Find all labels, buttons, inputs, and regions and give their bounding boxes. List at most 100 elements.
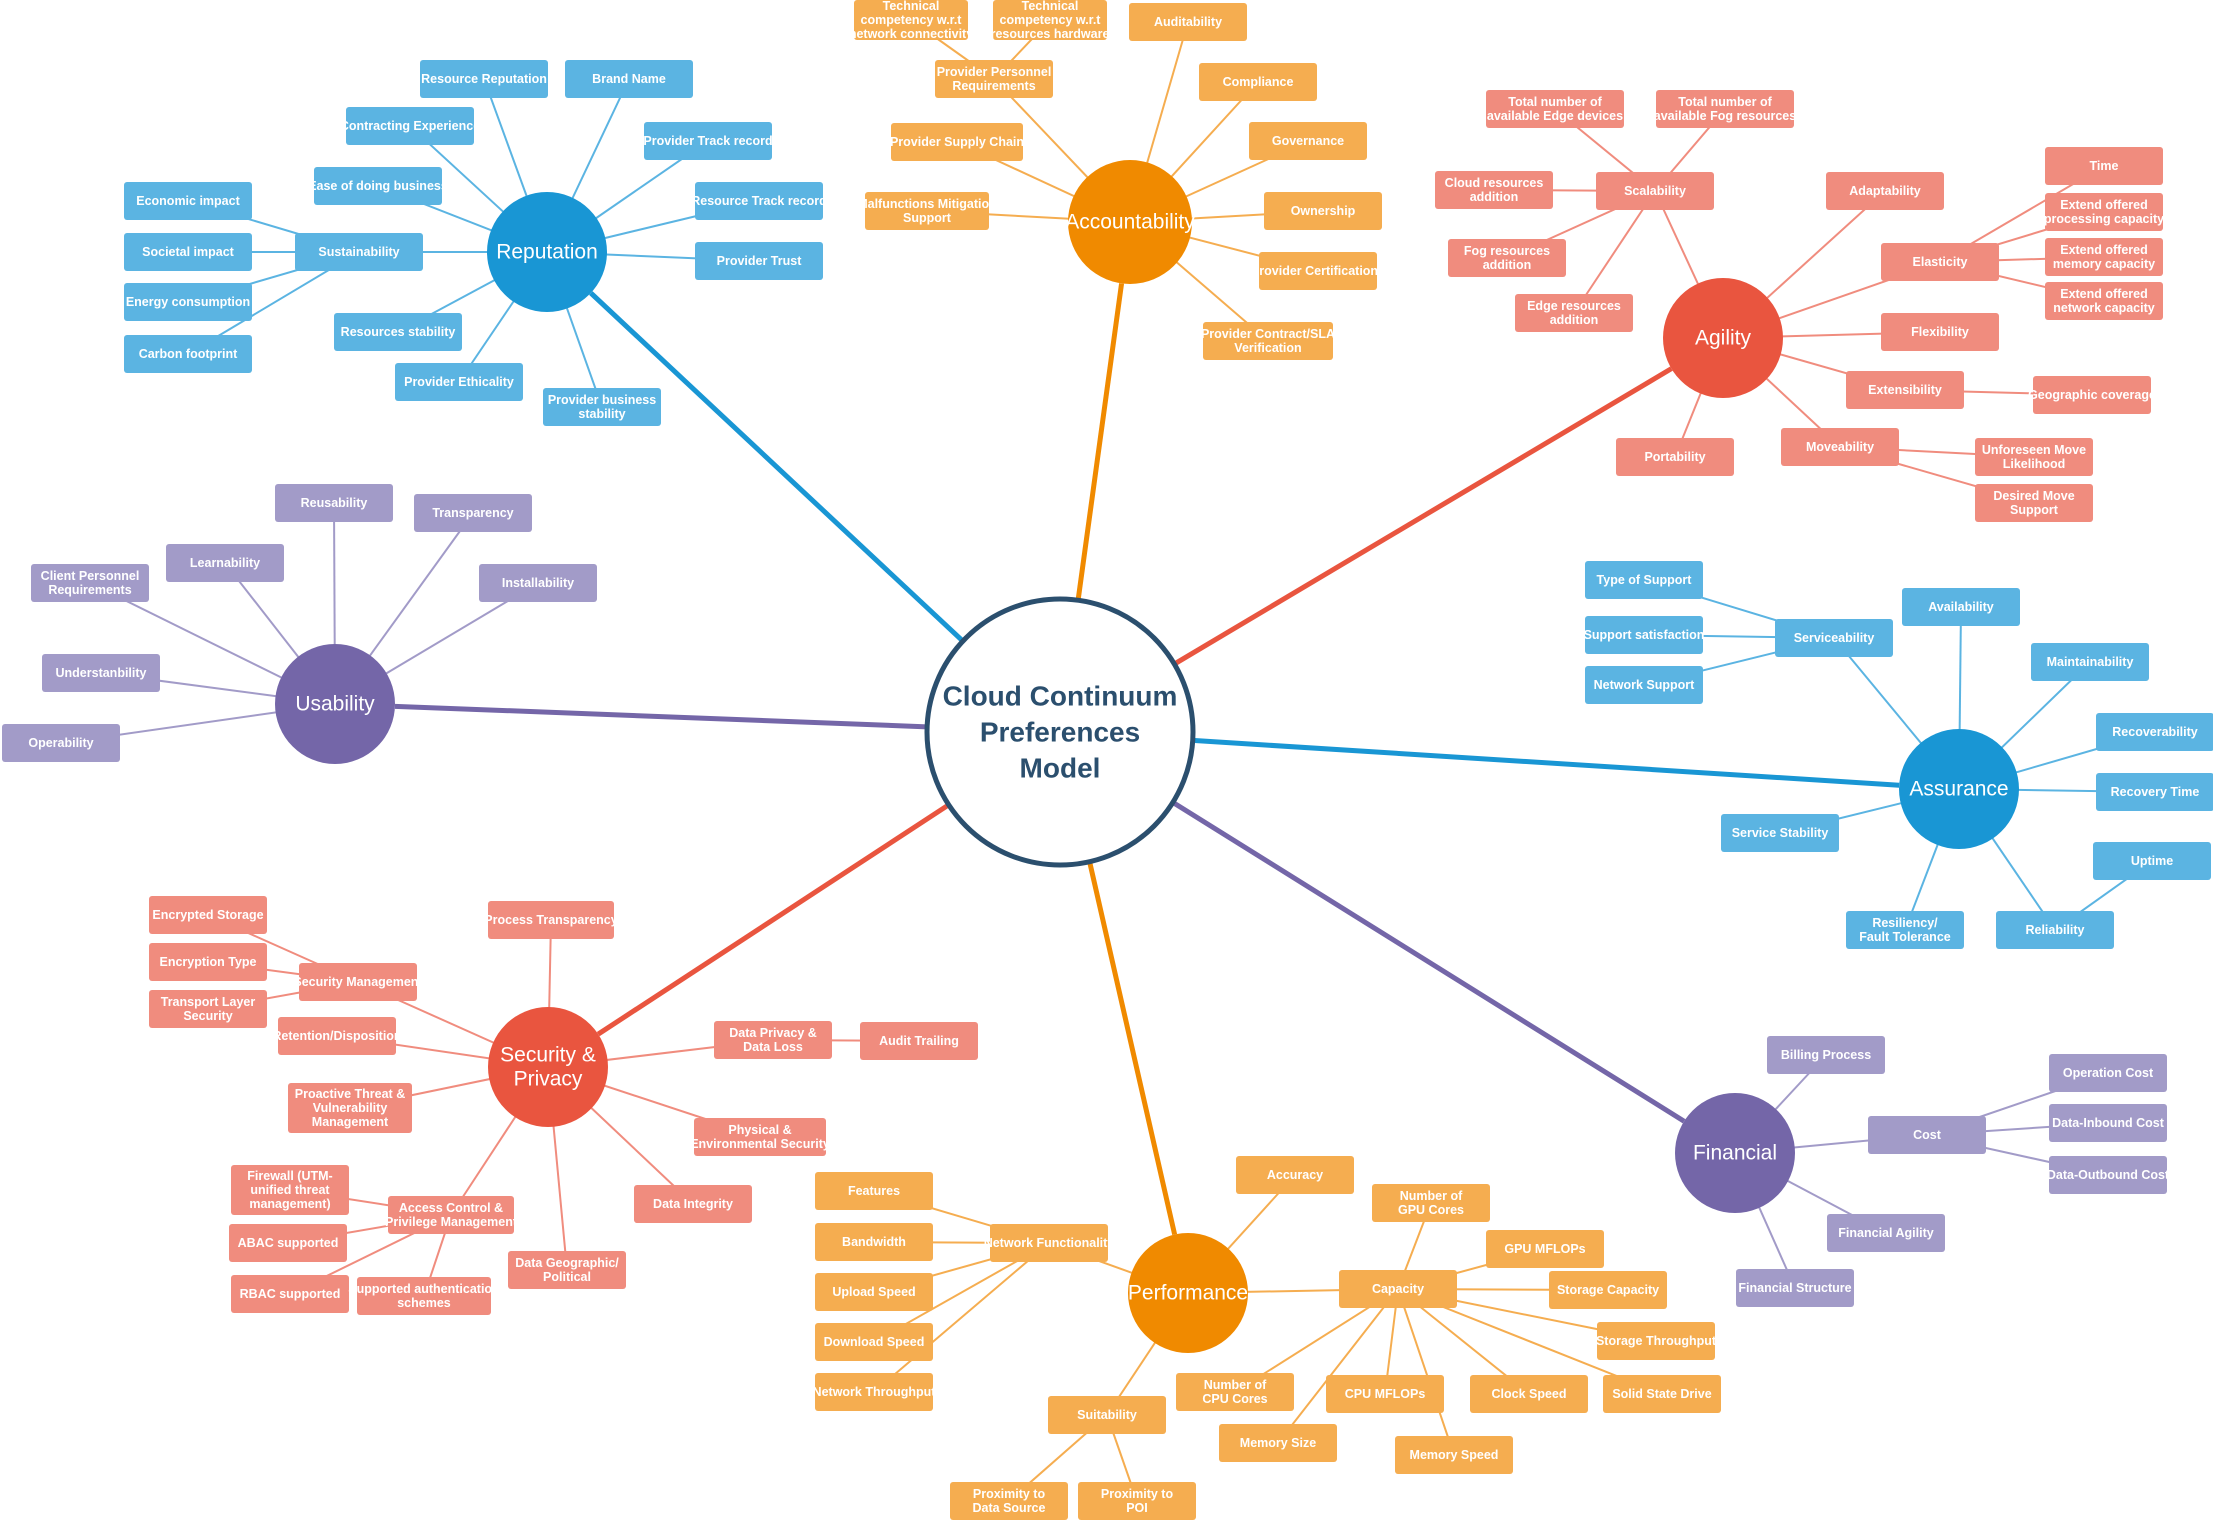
- node-operability[interactable]: Operability: [2, 724, 120, 762]
- node-encryption-type[interactable]: Encryption Type: [149, 943, 267, 981]
- hub-accountability[interactable]: Accountability: [1065, 160, 1195, 284]
- node-data-geographic[interactable]: Data Geographic/Political: [508, 1251, 626, 1289]
- node-compliance[interactable]: Compliance: [1199, 63, 1317, 101]
- node-encrypted-storage[interactable]: Encrypted Storage: [149, 896, 267, 934]
- node-operation-cost[interactable]: Operation Cost: [2049, 1054, 2167, 1092]
- node-learnability[interactable]: Learnability: [166, 544, 284, 582]
- node-recovery-time[interactable]: Recovery Time: [2096, 773, 2213, 811]
- node-bandwidth[interactable]: Bandwidth: [815, 1223, 933, 1261]
- node-societal-impact[interactable]: Societal impact: [124, 233, 252, 271]
- node-provider-track-record[interactable]: Provider Track record: [643, 122, 773, 160]
- node-availability[interactable]: Availability: [1902, 588, 2020, 626]
- node-transparency[interactable]: Transparency: [414, 494, 532, 532]
- node-cost[interactable]: Cost: [1868, 1116, 1986, 1154]
- node-gpu-mflops[interactable]: GPU MFLOPs: [1486, 1230, 1604, 1268]
- node-reusability[interactable]: Reusability: [275, 484, 393, 522]
- node-download-speed[interactable]: Download Speed: [815, 1323, 933, 1361]
- node-memory-size[interactable]: Memory Size: [1219, 1424, 1337, 1462]
- node-flexibility[interactable]: Flexibility: [1881, 313, 1999, 351]
- node-abac-supported[interactable]: ABAC supported: [229, 1224, 347, 1262]
- node-security-management[interactable]: Security Management: [293, 963, 423, 1001]
- node-brand-name[interactable]: Brand Name: [565, 60, 693, 98]
- node-access-control[interactable]: Access Control &Privilege Management: [385, 1196, 518, 1234]
- node-network-support[interactable]: Network Support: [1585, 666, 1703, 704]
- node-data-integrity[interactable]: Data Integrity: [634, 1185, 752, 1223]
- node-moveability[interactable]: Moveability: [1781, 428, 1899, 466]
- node-provider-ethicality[interactable]: Provider Ethicality: [395, 363, 523, 401]
- hub-financial[interactable]: Financial: [1675, 1093, 1795, 1213]
- node-resource-track-record[interactable]: Resource Track record: [691, 182, 827, 220]
- node-physical-env-security[interactable]: Physical &Environmental Security: [690, 1118, 830, 1156]
- node-serviceability[interactable]: Serviceability: [1775, 619, 1893, 657]
- node-uptime[interactable]: Uptime: [2093, 842, 2211, 880]
- node-data-inbound-cost[interactable]: Data-Inbound Cost: [2049, 1104, 2167, 1142]
- node-extensibility[interactable]: Extensibility: [1846, 371, 1964, 409]
- node-storage-throughput[interactable]: Storage Throughput: [1596, 1322, 1717, 1360]
- node-process-transparency[interactable]: Process Transparency: [484, 901, 618, 939]
- node-geographic-coverage[interactable]: Geographic coverage: [2028, 376, 2156, 414]
- hub-assurance[interactable]: Assurance: [1899, 729, 2019, 849]
- node-cpu-mflops[interactable]: CPU MFLOPs: [1326, 1375, 1444, 1413]
- node-retention-disposition[interactable]: Retention/Disposition: [272, 1017, 402, 1055]
- hub-performance[interactable]: Performance: [1128, 1233, 1248, 1353]
- node-type-of-support[interactable]: Type of Support: [1585, 561, 1703, 599]
- hub-usability[interactable]: Usability: [275, 644, 395, 764]
- node-resource-reputation[interactable]: Resource Reputation: [420, 60, 548, 98]
- node-billing-process[interactable]: Billing Process: [1767, 1036, 1885, 1074]
- node-energy-consumption[interactable]: Energy consumption: [124, 283, 252, 321]
- node-elasticity[interactable]: Elasticity: [1881, 243, 1999, 281]
- node-data-privacy-loss[interactable]: Data Privacy &Data Loss: [714, 1021, 832, 1059]
- node-ownership[interactable]: Ownership: [1264, 192, 1382, 230]
- node-capacity[interactable]: Capacity: [1339, 1270, 1457, 1308]
- node-sustainability[interactable]: Sustainability: [295, 233, 423, 271]
- node-reliability[interactable]: Reliability: [1996, 911, 2114, 949]
- node-financial-structure[interactable]: Financial Structure: [1736, 1269, 1854, 1307]
- node-accuracy[interactable]: Accuracy: [1236, 1156, 1354, 1194]
- node-audit-trailing[interactable]: Audit Trailing: [860, 1022, 978, 1060]
- node-governance[interactable]: Governance: [1249, 122, 1367, 160]
- node-data-outbound-cost[interactable]: Data-Outbound Cost: [2047, 1156, 2170, 1194]
- node-time[interactable]: Time: [2045, 147, 2163, 185]
- node-solid-state-drive[interactable]: Solid State Drive: [1603, 1375, 1721, 1413]
- node-suitability[interactable]: Suitability: [1048, 1396, 1166, 1434]
- node-storage-capacity[interactable]: Storage Capacity: [1549, 1271, 1667, 1309]
- node-upload-speed[interactable]: Upload Speed: [815, 1273, 933, 1311]
- hub-reputation[interactable]: Reputation: [487, 192, 607, 312]
- node-service-stability[interactable]: Service Stability: [1721, 814, 1839, 852]
- node-rbac-supported[interactable]: RBAC supported: [231, 1275, 349, 1313]
- node-recoverability[interactable]: Recoverability: [2096, 713, 2213, 751]
- node-clock-speed[interactable]: Clock Speed: [1470, 1375, 1588, 1413]
- node-resiliency[interactable]: Resiliency/Fault Tolerance: [1846, 911, 1964, 949]
- node-memory-speed[interactable]: Memory Speed: [1395, 1436, 1513, 1474]
- node-scalability[interactable]: Scalability: [1596, 172, 1714, 210]
- node-provider-trust[interactable]: Provider Trust: [695, 242, 823, 280]
- hub-agility[interactable]: Agility: [1663, 278, 1783, 398]
- node-proactive-threat[interactable]: Proactive Threat &VulnerabilityManagemen…: [288, 1083, 412, 1133]
- node-maintainability[interactable]: Maintainability: [2031, 643, 2149, 681]
- node-financial-agility[interactable]: Financial Agility: [1827, 1214, 1945, 1252]
- node-contracting-experience[interactable]: Contracting Experience: [340, 107, 480, 145]
- node-provider-certifications[interactable]: Provider Certifications: [1251, 252, 1385, 290]
